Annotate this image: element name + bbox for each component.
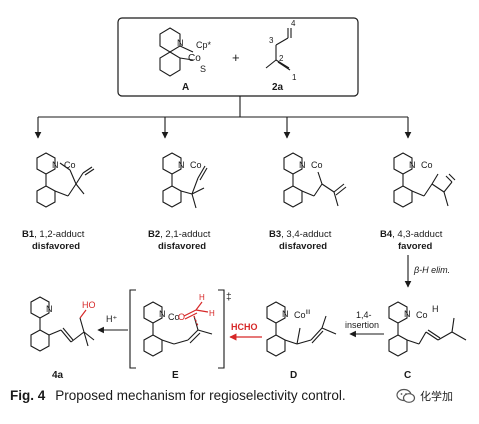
hcho-label: HCHO [231,322,258,332]
catalyst-s-ligand: S [200,64,206,74]
E-h-atom-1: H [199,293,205,302]
B3-n-atom: N [299,160,306,170]
B2-co-atom: Co [190,160,202,170]
C-h-atom: H [432,304,439,314]
plus-sign: + [232,50,240,65]
E-label: E [172,370,179,381]
catalyst-label: A [182,82,189,93]
catalyst-cp-ligand: Cp* [196,40,212,50]
E-o-atom: O [178,312,185,322]
B2-verdict: disfavored [158,241,206,252]
B3-verdict: disfavored [279,241,327,252]
beta-h-label: β-H elim. [413,265,450,275]
product-ho-group: HO [82,300,96,310]
B2-structure [162,152,208,209]
C-label: C [404,370,411,381]
diene-label: 2a [272,82,284,93]
C-n-atom: N [404,309,411,319]
watermark-text: 化学加 [420,390,453,403]
wechat-watermark: 化学加 [396,386,453,406]
C-structure [388,301,467,357]
reactant-box [117,17,359,97]
B4-verdict: favored [398,241,433,252]
catalyst-co-atom: Co [188,53,201,64]
B2-n-atom: N [178,160,185,170]
figure-number: Fig. 4 [10,388,46,403]
E-structure [143,301,213,357]
B3-caption: B3, 3,4-adduct [269,229,332,240]
branch-lines [38,96,408,118]
E-h-atom-2: H [209,309,215,318]
D-label: D [290,370,297,381]
figure-caption: Fig. 4 Proposed mechanism for regioselect… [10,388,390,403]
product-4a-structure [30,296,95,352]
catalyst-n-atom: N [177,38,184,48]
B4-structure [393,152,456,208]
insertion-label-2: insertion [345,320,379,330]
B1-n-atom: N [52,160,59,170]
mechanism-scheme: N Co Cp* S A + 4 3 2 1 2a N Co [22,17,467,381]
E-bracket [129,289,225,369]
B4-co-atom: Co [421,160,433,170]
B3-co-atom: Co [311,160,323,170]
hplus-label: H⁺ [106,314,117,324]
B1-verdict: disfavored [32,241,80,252]
diene-2a-structure [265,28,292,71]
D-co-atom: CoIII [294,310,311,320]
catalyst-A-structure [159,27,194,77]
product-label: 4a [52,370,64,381]
diene-locant-4: 4 [291,19,296,28]
B2-caption: B2, 2,1-adduct [148,229,211,240]
B1-structure [36,152,95,208]
E-formaldehyde [183,301,209,327]
insertion-label-1: 1,4- [356,310,372,320]
B4-caption: B4, 4,3-adduct [380,229,443,240]
D-structure [266,301,337,357]
diene-locant-3: 3 [269,36,274,45]
E-n-atom: N [159,309,166,319]
E-dagger: ‡ [226,292,232,303]
wechat-icon [396,388,416,403]
B1-co-atom: Co [64,160,76,170]
product-4a-oh-bond [79,309,87,319]
C-co-atom: Co [416,310,428,320]
D-n-atom: N [282,309,289,319]
figure-caption-text: Proposed mechanism for regioselectivity … [55,388,346,403]
E-co-atom: Co [168,312,180,322]
product-n-atom: N [46,304,53,314]
diene-locant-1: 1 [292,73,297,82]
diene-locant-2: 2 [279,54,284,63]
B3-structure [283,152,347,208]
B4-n-atom: N [409,160,416,170]
B1-caption: B1, 1,2-adduct [22,229,85,240]
